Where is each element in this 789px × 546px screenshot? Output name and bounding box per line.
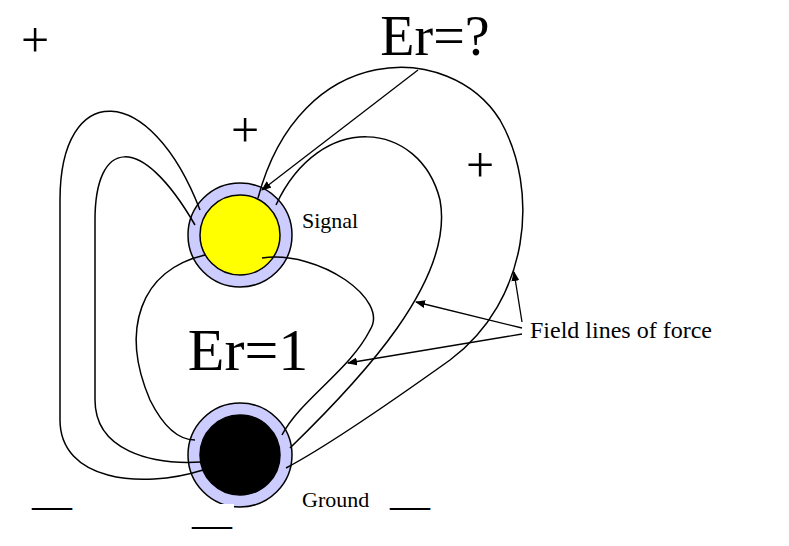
charge-sign: — <box>190 504 234 544</box>
leader-arrow <box>348 334 522 363</box>
leader-arrow <box>416 302 522 328</box>
charge-sign: + <box>19 15 51 65</box>
field-line <box>95 157 201 463</box>
dielectric-ring <box>188 183 292 287</box>
callout-label: Field lines of force <box>528 318 714 342</box>
charge-sign: + <box>229 105 261 155</box>
field-lines <box>60 67 523 479</box>
charge-sign: — <box>30 485 74 525</box>
dielectric-ring <box>188 403 292 507</box>
signal-core <box>200 195 280 275</box>
permittivity-label: Er=1 <box>186 320 310 380</box>
ground-core <box>200 415 280 495</box>
charge-sign: — <box>388 485 432 525</box>
signal-conductor <box>188 183 292 287</box>
charge-sign: + <box>464 140 496 190</box>
field-line <box>276 137 442 448</box>
conductor-label: Signal <box>300 210 360 232</box>
conductor-label: Ground <box>300 489 371 511</box>
ground-conductor <box>188 403 292 507</box>
field-line <box>258 67 523 468</box>
permittivity-label: Er=? <box>378 8 491 64</box>
field-line <box>60 111 203 479</box>
leader-arrow <box>262 70 418 190</box>
leader-arrow <box>514 272 522 322</box>
